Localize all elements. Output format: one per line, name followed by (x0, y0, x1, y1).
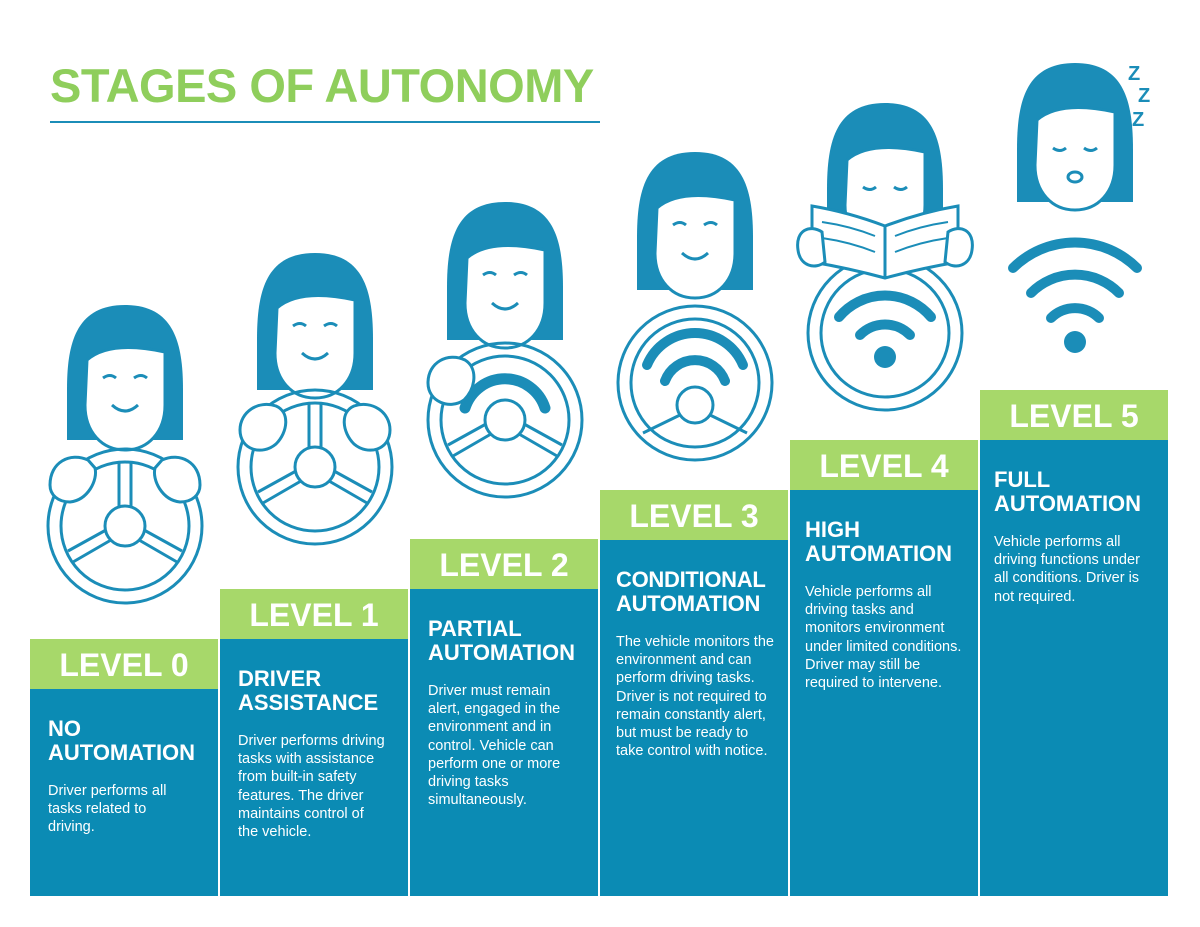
level-3-heading-line2: AUTOMATION (616, 591, 761, 616)
level-1-block: LEVEL 1 DRIVER ASSISTANCE Driver perform… (220, 589, 408, 896)
title-divider (50, 121, 600, 123)
sleep-z-3: Z (1132, 109, 1144, 131)
wireless-signal-icon (1008, 237, 1142, 353)
person-reading-newspaper-icon (796, 103, 974, 412)
level-0-panel: NO AUTOMATION Driver performs all tasks … (30, 689, 218, 896)
sleep-z-2: Z (1138, 85, 1150, 107)
level-5-figure: Z Z Z (1008, 63, 1150, 353)
level-2-figure (426, 202, 584, 499)
level-4-heading: HIGH AUTOMATION (805, 518, 966, 566)
page-title: STAGES OF AUTONOMY (50, 59, 594, 112)
person-both-hands-on-steering-wheel-icon (46, 305, 204, 605)
level-5-description: Vehicle performs all driving functions u… (994, 534, 1140, 605)
level-3-label: LEVEL 3 (600, 490, 788, 540)
level-5-panel: FULL AUTOMATION Vehicle performs all dri… (980, 440, 1168, 896)
level-2-block: LEVEL 2 PARTIAL AUTOMATION Driver must r… (410, 539, 598, 896)
level-3-block: LEVEL 3 CONDITIONAL AUTOMATION The vehic… (600, 490, 788, 896)
level-0-description: Driver performs all tasks related to dri… (48, 783, 167, 836)
level-0-block: LEVEL 0 NO AUTOMATION Driver performs al… (30, 639, 218, 896)
level-1-heading-line2: ASSISTANCE (238, 690, 379, 715)
level-3-panel: CONDITIONAL AUTOMATION The vehicle monit… (600, 540, 788, 896)
level-5-heading-line1: FULL (994, 467, 1051, 492)
level-4-heading-line1: HIGH (805, 517, 860, 542)
level-5-label: LEVEL 5 (980, 390, 1168, 440)
level-2-panel: PARTIAL AUTOMATION Driver must remain al… (410, 589, 598, 896)
person-one-hand-on-wheel-icon (426, 202, 584, 499)
level-3-heading-line1: CONDITIONAL (616, 567, 766, 592)
sleep-z-1: Z (1128, 63, 1140, 85)
person-holding-wheel-icon (236, 253, 394, 546)
level-1-description: Driver performs driving tasks with assis… (238, 733, 385, 841)
level-0-figure (46, 305, 204, 605)
level-1-figure (236, 253, 394, 546)
level-4-label: LEVEL 4 (790, 440, 978, 490)
person-hands-free-wheel-icon (616, 152, 774, 462)
level-1-panel: DRIVER ASSISTANCE Driver performs drivin… (220, 639, 408, 896)
level-0-heading-line2: AUTOMATION (48, 740, 196, 765)
level-1-label: LEVEL 1 (220, 589, 408, 639)
level-1-heading: DRIVER ASSISTANCE (238, 667, 396, 715)
level-3-figure (616, 152, 774, 462)
level-2-heading-line2: AUTOMATION (428, 640, 576, 665)
level-0-heading-line1: NO (48, 716, 81, 741)
level-2-heading: PARTIAL AUTOMATION (428, 617, 586, 665)
level-2-label: LEVEL 2 (410, 539, 598, 589)
level-4-description: Vehicle performs all driving tasks and m… (805, 584, 962, 692)
level-5-heading-line2: AUTOMATION (994, 491, 1142, 516)
level-3-description: The vehicle monitors the environment and… (616, 634, 774, 760)
level-5-heading: FULL AUTOMATION (994, 468, 1156, 516)
person-sleeping-icon: Z Z Z (1017, 63, 1150, 212)
level-4-block: LEVEL 4 HIGH AUTOMATION Vehicle performs… (790, 440, 978, 896)
level-2-description: Driver must remain alert, engaged in the… (428, 683, 561, 809)
level-3-heading: CONDITIONAL AUTOMATION (616, 568, 780, 616)
level-0-heading: NO AUTOMATION (48, 717, 206, 765)
level-4-panel: HIGH AUTOMATION Vehicle performs all dri… (790, 490, 978, 896)
level-4-heading-line2: AUTOMATION (805, 541, 953, 566)
level-4-figure (796, 103, 974, 412)
level-0-label: LEVEL 0 (30, 639, 218, 689)
level-2-heading-line1: PARTIAL (428, 616, 522, 641)
level-1-heading-line1: DRIVER (238, 666, 322, 691)
level-5-block: LEVEL 5 FULL AUTOMATION Vehicle performs… (980, 390, 1168, 896)
